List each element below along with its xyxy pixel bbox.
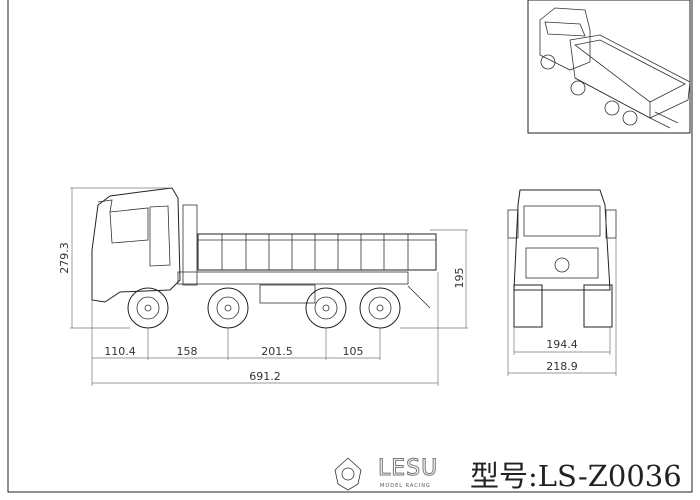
model-number: 型号:LS-Z0036 xyxy=(470,459,682,493)
dim-overall-length: 691.2 xyxy=(249,370,281,383)
dim-overall-width: 218.9 xyxy=(546,360,578,373)
brand-logo: LESU xyxy=(377,456,439,482)
dim-wheelbase-2: 201.5 xyxy=(261,345,293,358)
bed-ribs xyxy=(221,234,409,270)
dim-overall-height: 279.3 xyxy=(58,242,71,274)
isometric-view xyxy=(527,0,691,134)
lion-logo-icon xyxy=(334,457,362,491)
front-view xyxy=(507,189,617,328)
dim-bed-height: 195 xyxy=(453,268,466,289)
dim-wheelbase-1: 158 xyxy=(177,345,198,358)
dim-front-overhang: 110.4 xyxy=(104,345,136,358)
dim-track-width: 194.4 xyxy=(546,338,578,351)
brand-logo-subtext: MODEL RACING xyxy=(380,483,431,489)
page-frame xyxy=(7,0,693,493)
dim-wheelbase-3: 105 xyxy=(343,345,364,358)
side-view xyxy=(91,187,437,329)
isometric-view-box xyxy=(527,0,691,134)
wheels xyxy=(127,287,401,329)
